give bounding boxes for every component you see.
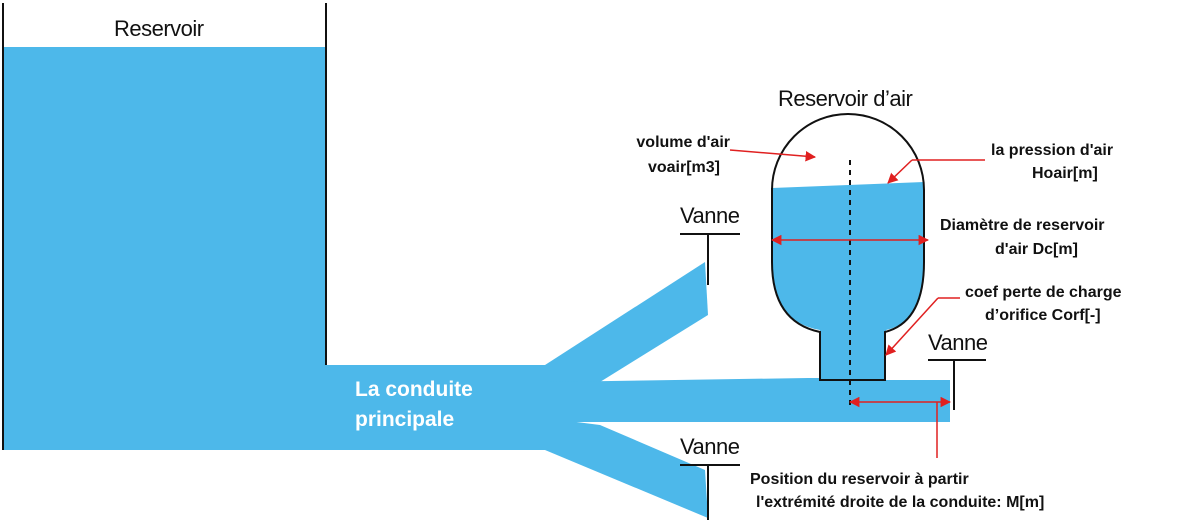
annotation-arrows — [729, 149, 985, 458]
diameter-label-line1: Diamètre de reservoir — [940, 217, 1105, 234]
main-pipe-label-line1: La conduite — [355, 378, 473, 401]
valve-top-label: Vanne — [680, 203, 740, 228]
diameter-label-line2: d'air Dc[m] — [995, 241, 1078, 258]
right-pipe-water — [545, 378, 950, 422]
orifice-arrow-tip — [885, 297, 939, 356]
air-pressure-label-line1: la pression d'air — [991, 142, 1114, 159]
orifice-label-line2: d’orifice Corf[-] — [985, 307, 1101, 324]
air-pressure-arrow-tip — [887, 159, 913, 184]
upper-branch-water — [545, 262, 708, 395]
air-reservoir-shell — [771, 113, 925, 381]
orifice-label-line1: coef perte de charge — [965, 284, 1122, 301]
position-label-line2: l'extrémité droite de la conduite: M[m] — [756, 494, 1045, 511]
air-volume-label-line2: voair[m3] — [647, 159, 720, 176]
lower-branch-water — [545, 418, 708, 518]
air-pressure-label-line2: Hoair[m] — [1032, 165, 1098, 182]
position-label-line1: Position du reservoir à partir — [750, 471, 969, 488]
air-reservoir-water — [772, 182, 924, 380]
main-pipe-label-line2: principale — [355, 408, 455, 431]
outlines — [2, 3, 986, 520]
valve-right-label: Vanne — [928, 330, 988, 355]
air-reservoir-label: Reservoir d’air — [778, 86, 913, 111]
reservoir-water — [4, 47, 545, 450]
water-bodies — [4, 47, 950, 518]
reservoir-label: Reservoir — [114, 16, 204, 41]
air-volume-arrow — [729, 149, 817, 162]
valve-bottom-label: Vanne — [680, 434, 740, 459]
air-volume-label-line1: volume d'air — [636, 134, 730, 151]
